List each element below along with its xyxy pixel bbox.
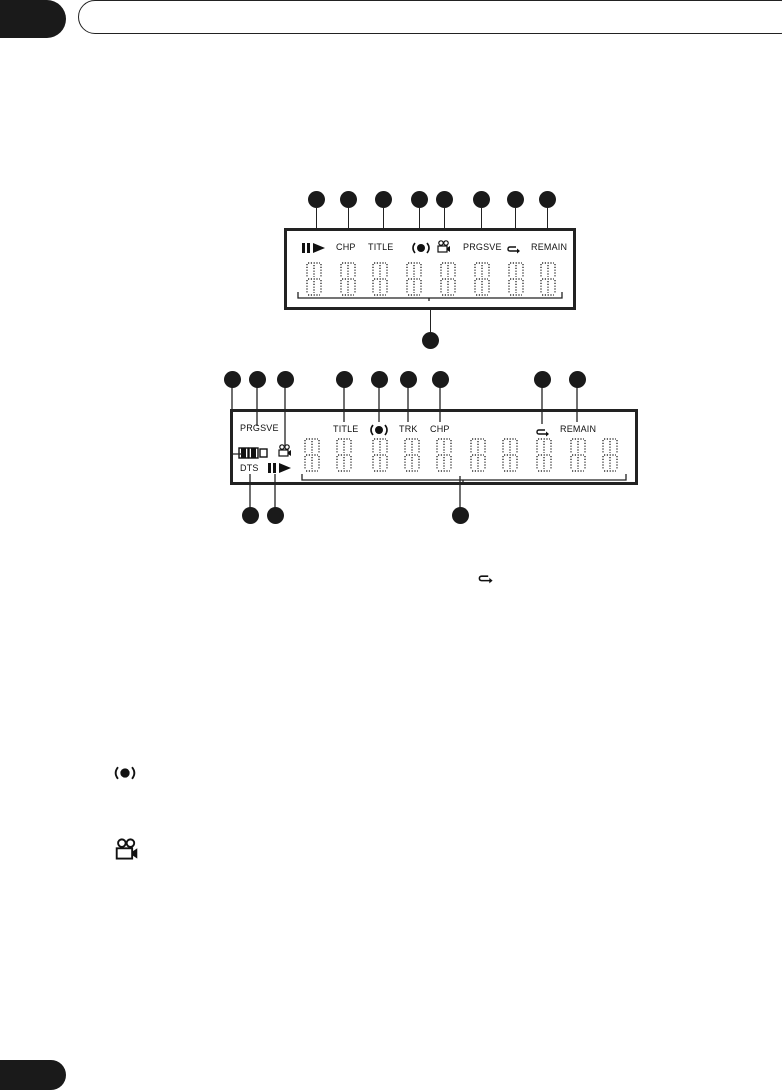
callout-marker [432,371,449,388]
label-chp: CHP [336,242,356,252]
repeat-icon [478,572,494,590]
section-tab [0,0,66,38]
callout-marker [473,191,490,208]
callout-marker [569,371,586,388]
callout-marker [277,371,294,388]
callout-marker [400,371,417,388]
page-number-tab [0,1060,66,1090]
play-pause-icon [302,241,326,259]
callout-marker [224,371,241,388]
angle-icon [411,241,431,259]
callout-marker [371,371,388,388]
camera-icon [114,838,140,867]
label-prgsve: PRGSVE [463,242,502,252]
callout-marker [375,191,392,208]
repeat-icon [507,242,521,260]
bracket-top [296,290,564,302]
callout-marker [534,371,551,388]
callout-marker [249,371,266,388]
angle-icon [113,766,137,785]
camera-icon [437,240,451,259]
bottom-leaders [220,370,640,530]
label-title: TITLE [368,242,394,252]
callout-marker [267,507,284,524]
callout-marker [340,191,357,208]
callout-marker [452,507,469,524]
callout-marker [436,191,453,208]
label-remain: REMAIN [531,242,567,252]
callout-marker [336,371,353,388]
callout-marker [422,332,439,349]
callout-marker [539,191,556,208]
callout-marker [308,191,325,208]
header-bar [78,0,782,34]
callout-marker [507,191,524,208]
callout-marker [411,191,428,208]
callout-marker [242,507,259,524]
